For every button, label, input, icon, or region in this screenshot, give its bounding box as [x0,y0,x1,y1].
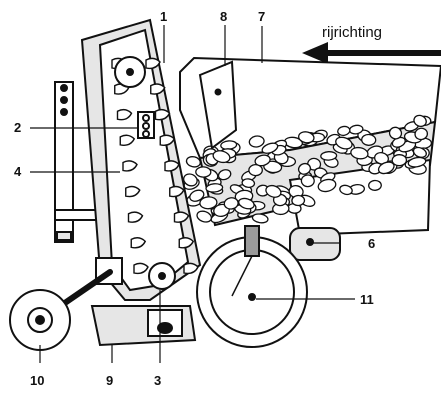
callout-7: 7 [258,9,265,24]
potato-pile [183,114,433,224]
potato [195,166,212,178]
side-plate [198,60,238,150]
potato [412,146,427,158]
potato [189,189,205,202]
callout-4: 4 [14,164,22,179]
elevator-cup [154,108,171,121]
potato [320,151,338,161]
potato [261,142,279,154]
potato [241,178,256,188]
potato [291,194,306,207]
press-wheel-assembly [9,257,123,351]
potato [196,210,213,223]
callout-6: 6 [368,236,375,251]
belt-tensioner [137,111,155,139]
potato [350,146,369,160]
callout-labels: 1 2 3 4 6 7 8 9 10 11 [14,9,375,388]
elevator-cup [119,134,136,146]
callout-10: 10 [30,373,44,388]
callout-8: 8 [220,9,227,24]
potato [391,154,408,167]
potato [307,157,322,171]
furrow-opener [90,305,197,347]
top-drive-wheel [114,56,146,88]
bottom-wheel [148,262,176,290]
elevator-cup [130,237,147,249]
large-drive-wheel [196,225,308,348]
callout-2: 2 [14,120,21,135]
potato [251,213,269,224]
potato [185,156,201,168]
potato [337,125,351,137]
potato [374,151,389,165]
direction-label: rijrichting [322,24,382,41]
potato [183,173,198,187]
elevator-frame [80,18,202,301]
elevator-cup [125,185,141,198]
elevator-cup [122,160,138,172]
potato [377,161,395,175]
callout-1: 1 [160,9,167,24]
callout-3: 3 [154,373,161,388]
potato [414,127,429,141]
potato [335,136,353,150]
potato [254,154,271,167]
potato [407,156,427,168]
potato [317,178,337,193]
elevator-cup [116,108,133,121]
potato [339,184,353,196]
potato [217,169,232,181]
elevator-cup [150,83,166,95]
elevator-cup [127,211,144,223]
potato [205,183,224,193]
elevator-cup [173,211,190,223]
potato [368,179,382,191]
elevator-cup [145,57,161,70]
potato [361,133,377,146]
potato [298,131,315,144]
potato [223,197,239,210]
elevator-cup [164,160,180,172]
potato [413,114,427,128]
potato [248,135,265,148]
potato [265,184,282,198]
callout-9: 9 [106,373,113,388]
potato [238,197,255,210]
elevator-cup [169,185,185,198]
direction-indicator: rijrichting [302,24,441,64]
elevator-cup [183,262,199,275]
potato [199,196,218,210]
potato [297,162,312,175]
direction-arrow-head [302,42,328,64]
potato [388,126,403,140]
elevator-cup [178,237,195,249]
potato [300,174,315,188]
rear-frame-post [54,81,116,243]
leader-lines [30,25,355,363]
transmission-housing [289,227,341,261]
callout-11: 11 [360,292,374,307]
potato [248,163,263,177]
elevator-cup [159,134,176,146]
potato [212,150,231,164]
elevator-cup [133,262,149,275]
